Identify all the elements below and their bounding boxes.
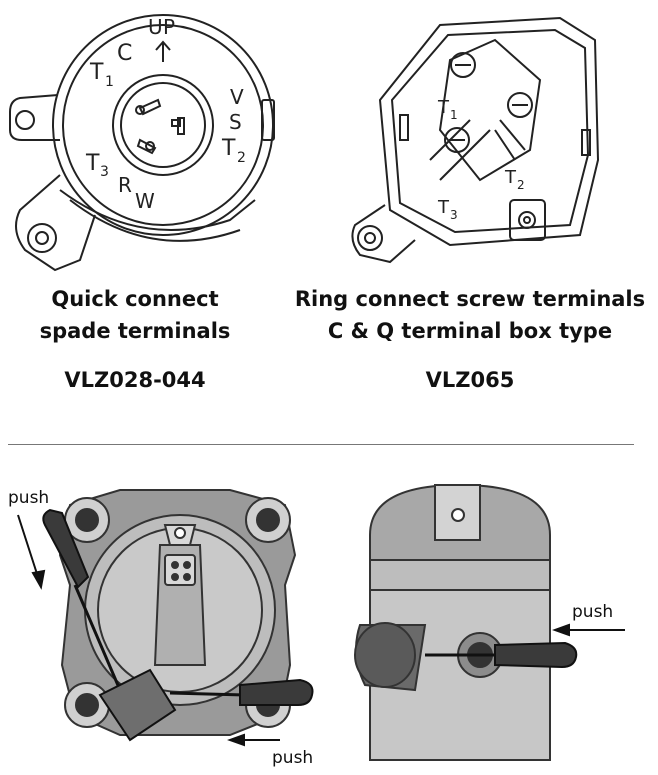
label-w: W bbox=[135, 189, 155, 213]
label-t1-ring: T bbox=[437, 97, 450, 118]
section-divider bbox=[8, 444, 634, 445]
label-t1: T bbox=[89, 60, 104, 85]
label-t1-ring-sub: 1 bbox=[450, 108, 458, 122]
push-label-left-bottom: push bbox=[272, 748, 313, 768]
label-s: S bbox=[229, 110, 242, 134]
removal-side-view-diagram: push bbox=[354, 483, 625, 761]
label-t3: T bbox=[85, 151, 100, 176]
label-t2: T bbox=[221, 136, 236, 161]
caption-ring-connect: Ring connect screw terminals C & Q termi… bbox=[285, 283, 655, 347]
label-t2-sub: 2 bbox=[237, 150, 246, 166]
label-t3-sub: 3 bbox=[100, 164, 109, 180]
quick-connect-diagram: U P C T 1 V S T 2 T 3 R W bbox=[9, 14, 275, 272]
caption-quick-connect-line1: Quick connect bbox=[51, 287, 219, 311]
model-vlz028-044: VLZ028-044 bbox=[64, 368, 206, 392]
label-u: U bbox=[148, 15, 163, 39]
caption-quick-connect-line2: spade terminals bbox=[39, 319, 231, 343]
caption-ring-connect-line1: Ring connect screw terminals bbox=[294, 287, 646, 311]
label-t2-ring: T bbox=[504, 167, 517, 188]
caption-ring-connect-line2: C & Q terminal box type bbox=[327, 319, 613, 343]
ring-connect-diagram: T 1 T 2 T 3 bbox=[351, 16, 600, 264]
label-t2-ring-sub: 2 bbox=[517, 178, 525, 192]
label-c: C bbox=[117, 41, 132, 66]
label-t3-ring-sub: 3 bbox=[450, 208, 458, 222]
removal-top-view-diagram: push bbox=[8, 488, 314, 768]
caption-quick-connect: Quick connect spade terminals bbox=[0, 283, 270, 347]
label-v: V bbox=[230, 85, 244, 109]
model-vlz065: VLZ065 bbox=[425, 368, 515, 392]
label-r: R bbox=[118, 173, 132, 197]
label-p: P bbox=[163, 15, 175, 39]
label-t1-sub: 1 bbox=[105, 74, 114, 90]
push-label-right: push bbox=[572, 602, 613, 622]
push-label-left-top: push bbox=[8, 488, 49, 508]
label-t3-ring: T bbox=[437, 197, 450, 218]
